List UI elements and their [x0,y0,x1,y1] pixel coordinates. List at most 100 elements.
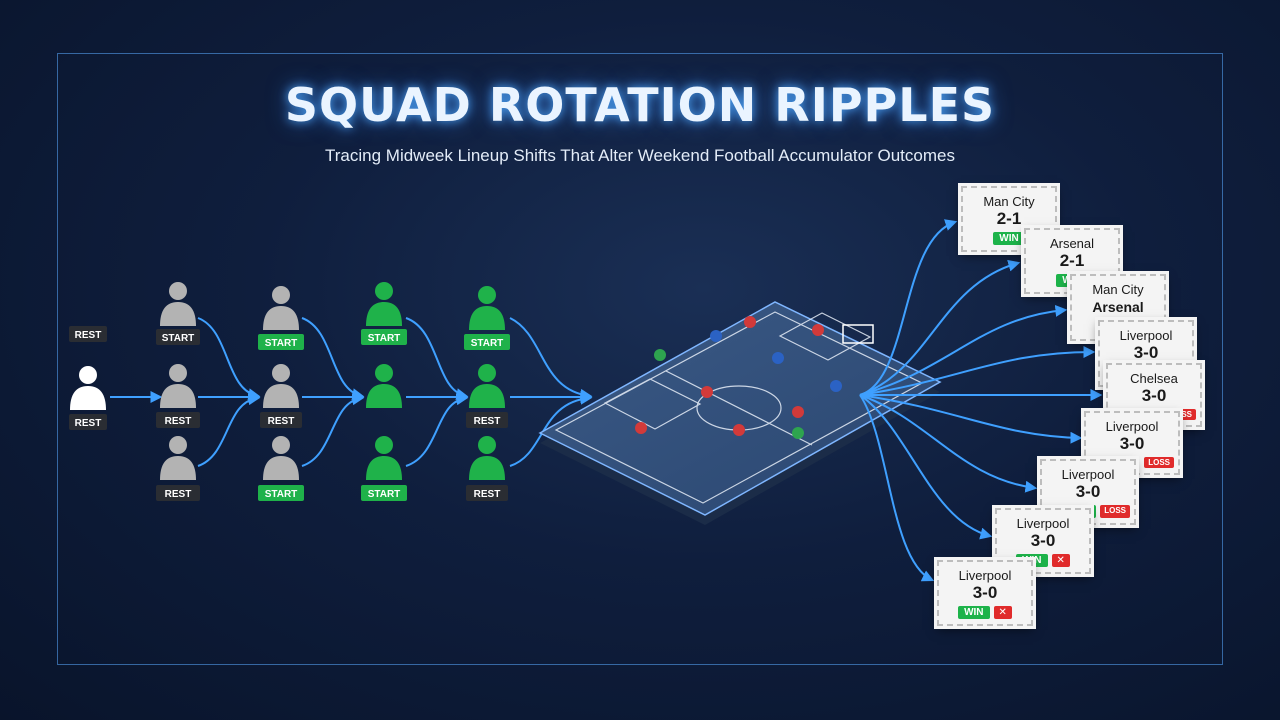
content-frame [57,53,1223,665]
win-badge: WIN [958,606,990,619]
rest-label: REST [75,330,102,341]
player-marker [701,386,713,398]
ripple-arrows [859,219,1103,582]
status-badge [464,334,510,350]
player-icon [469,436,505,480]
status-label: START [471,338,504,349]
status-label: START [368,489,401,500]
player-marker [830,380,842,392]
status-badge [156,485,200,501]
goal-net [842,324,874,344]
ticket-team: Man City [1092,282,1144,297]
player-marker [710,330,722,342]
ticket-score: 3-0 [1141,386,1167,405]
bet-ticket: Liverpool 3-0 WIN✕ [934,557,1036,629]
ticket-score: 2-1 [996,209,1022,228]
ticket-team: Liverpool [1105,419,1159,434]
column-2: START REST START [258,286,304,501]
players [635,316,842,439]
player-marker [792,427,804,439]
ticket-score: 3-0 [1030,531,1056,550]
loss-badge: LOSS [1166,409,1196,420]
ticket-team: Liverpool [958,568,1012,583]
flow-arrow [301,393,365,467]
halfway-line [665,370,813,446]
status-badge [466,485,508,501]
status-label: START [368,333,401,344]
player-icon [160,436,196,480]
ticket-team: Liverpool [1119,328,1173,343]
status-badge [156,329,200,345]
player-icon [469,364,505,408]
player-icon [160,364,196,408]
player-icon [366,282,402,326]
column-0: REST REST [69,326,107,430]
rest-badge [69,326,107,342]
ticket-score: 2-1 [1059,251,1085,270]
ripple-arrow [859,394,1038,493]
flow-arrow [509,392,593,467]
flow-arrow [509,317,593,401]
player-marker [792,406,804,418]
status-label: REST [165,416,192,427]
ticket-score: 3-0 [1075,482,1101,501]
loss-badge: LOSS [1144,457,1174,468]
page-title: SQUAD ROTATION RIPPLES [284,78,996,132]
ticket-score: 3-0 [972,583,998,602]
status-badge [466,412,508,428]
player-icon [70,366,106,410]
ticket-team: Liverpool [1016,516,1070,531]
ripple-arrow [859,304,1068,396]
player-icon [263,436,299,480]
player-icon [366,436,402,480]
status-label: START [265,489,298,500]
status-badge [156,412,200,428]
player-marker [772,352,784,364]
status-badge [258,485,304,501]
status-label: REST [165,489,192,500]
ripple-arrow [859,259,1021,396]
player-icon [160,282,196,326]
player-marker [744,316,756,328]
ticket-team: Liverpool [1061,467,1115,482]
penalty-box-right [778,312,872,361]
flow-arrow [405,393,469,467]
status-label: REST [474,416,501,427]
ripple-arrow [859,346,1096,396]
win-badge: WIN [993,232,1025,245]
status-label: REST [268,416,295,427]
player-marker [812,324,824,336]
flow-arrow [197,393,261,467]
ticket-team: Chelsea [1130,371,1178,386]
page-subtitle: Tracing Midweek Lineup Shifts That Alter… [325,146,955,165]
player-icon [263,364,299,408]
status-label: START [265,338,298,349]
ripple-arrow [859,394,1083,444]
ticket-score: 3-0 [1133,343,1159,362]
player-icon [263,286,299,330]
column-1: START REST REST [156,282,200,501]
close-icon: ✕ [1051,554,1070,567]
ticket-score: Arsenal [1092,299,1144,315]
penalty-box-left [603,378,702,430]
player-marker [733,424,745,436]
flow-arrow [405,317,469,401]
ripple-arrow [859,219,958,396]
status-label: REST [474,489,501,500]
flow-arrow [197,317,261,401]
status-label: START [162,333,195,344]
ripple-arrow [859,394,935,582]
status-badge [361,485,407,501]
column-4: START REST REST [464,286,510,501]
status-badge [260,412,302,428]
player-icon [469,286,505,330]
ticket-team: Man City [983,194,1035,209]
close-icon: ✕ [993,606,1012,619]
football-pitch [538,301,942,525]
rest-badge [69,414,107,430]
loss-badge: LOSS [1100,505,1130,518]
player-marker [654,349,666,361]
status-badge [361,329,407,345]
